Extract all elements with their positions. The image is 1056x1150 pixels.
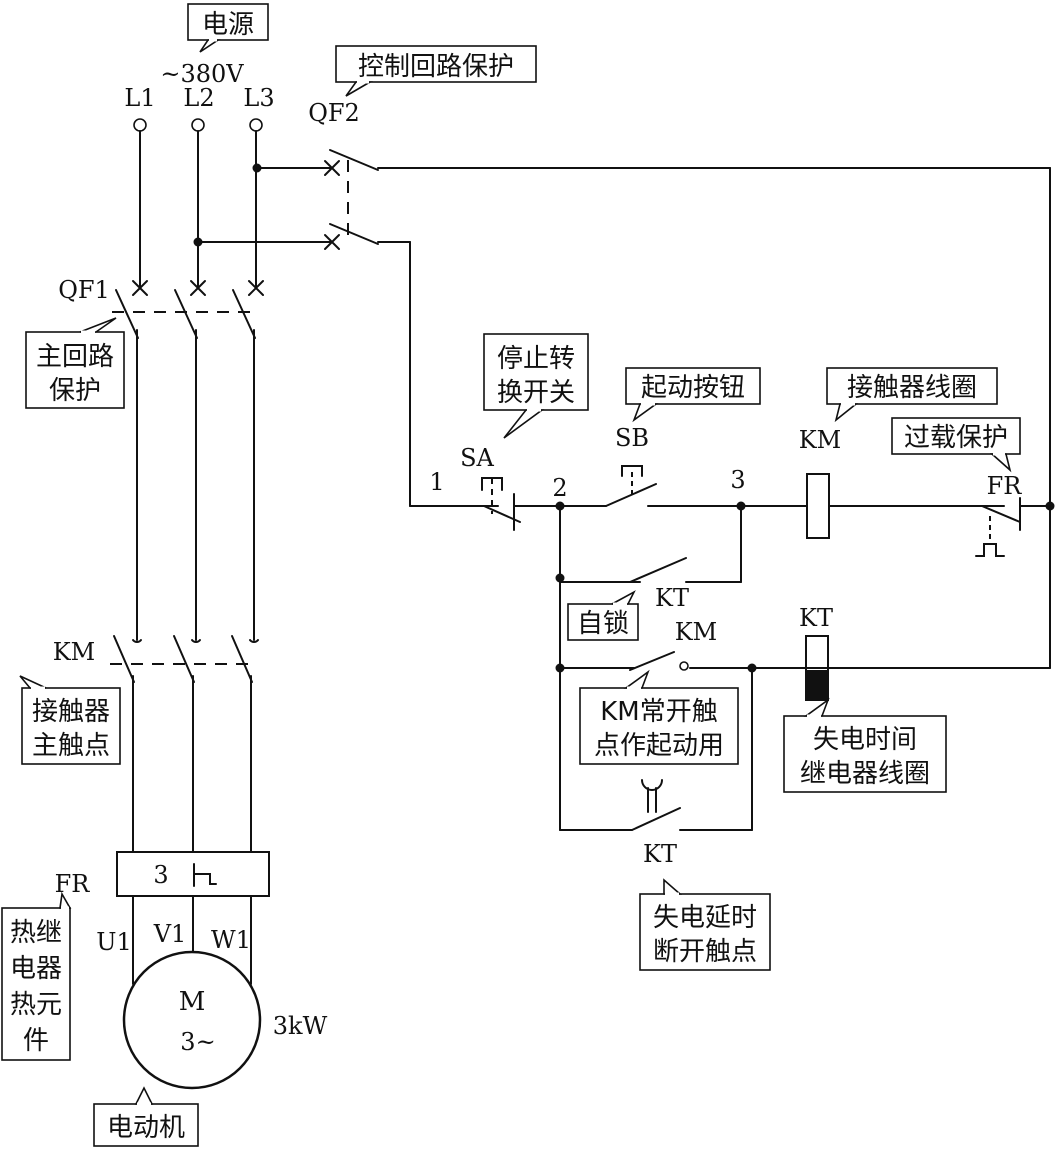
kt-coil-note-line2: 继电器线圈 bbox=[800, 759, 930, 789]
km-main-note-line1: 接触器 bbox=[32, 697, 110, 727]
terminal-l2 bbox=[191, 118, 205, 132]
main-lines bbox=[139, 130, 333, 288]
km-coil-note: 接触器线圈 bbox=[847, 373, 977, 403]
node-2-label: 2 bbox=[552, 474, 567, 502]
fr-note-line4: 件 bbox=[23, 1026, 49, 1056]
fr-thermal-element: 3 FR U1 V1 W1 热继 电器 热元 件 bbox=[1, 851, 270, 1061]
km-coil-symbol bbox=[806, 473, 830, 539]
self-lock-note: 自锁 bbox=[577, 609, 629, 639]
fr-note-line2: 电器 bbox=[10, 954, 62, 984]
km-coil-label: KM bbox=[799, 426, 842, 454]
kt-coil: KT 失电时间 继电器线圈 bbox=[783, 604, 947, 793]
u1-label: U1 bbox=[96, 928, 132, 956]
km-coil: 接触器线圈 KM bbox=[799, 367, 998, 539]
sb-label: SB bbox=[615, 424, 649, 452]
kt-delay-note-line1: 失电延时 bbox=[653, 903, 757, 933]
kt-hold-label: KT bbox=[655, 584, 689, 612]
sb-note: 起动按钮 bbox=[641, 373, 745, 403]
phase-l3-label: L3 bbox=[243, 84, 274, 112]
terminal-l1 bbox=[133, 118, 147, 132]
fr-note-line3: 热元 bbox=[10, 990, 62, 1020]
voltage-label: ~380V bbox=[160, 60, 244, 88]
sa-label: SA bbox=[460, 444, 494, 472]
kt-delay-label: KT bbox=[643, 840, 677, 868]
fr-overload-note: 过载保护 bbox=[904, 423, 1008, 453]
qf2-label: QF2 bbox=[308, 99, 360, 127]
km-aux-note-line2: 点作起动用 bbox=[594, 731, 724, 761]
sa-note-line2: 换开关 bbox=[497, 378, 575, 408]
w1-label: W1 bbox=[211, 926, 251, 954]
qf1-breaker: QF1 主回路 保护 bbox=[25, 276, 264, 641]
km-main-note-line2: 主触点 bbox=[32, 731, 110, 761]
fr-count: 3 bbox=[153, 861, 168, 889]
power-label: 电源 bbox=[202, 10, 254, 40]
km-main-contacts: KM 接触器 主触点 bbox=[19, 635, 259, 853]
qf1-note-line1: 主回路 bbox=[36, 342, 114, 372]
power-source: 电源 ~380V L1 L2 L3 bbox=[124, 3, 275, 132]
terminal-l3 bbox=[249, 118, 263, 132]
qf1-label: QF1 bbox=[58, 276, 110, 304]
motor-m-label: M bbox=[179, 987, 206, 1017]
sa-note-line1: 停止转 bbox=[497, 344, 575, 374]
node-3-label: 3 bbox=[730, 466, 745, 494]
qf2-note: 控制回路保护 bbox=[358, 52, 514, 82]
kt-hold-contact: KT 自锁 bbox=[567, 557, 689, 641]
control-wiring bbox=[409, 167, 1055, 831]
kt-delay-note-line2: 断开触点 bbox=[653, 937, 757, 967]
sb-start-button: 起动按钮 SB bbox=[605, 367, 761, 507]
qf1-note-line2: 保护 bbox=[49, 376, 101, 406]
km-aux-label: KM bbox=[675, 618, 718, 646]
kt-delay-contact: KT 失电延时 断开触点 bbox=[631, 779, 771, 971]
phase-l2-label: L2 bbox=[183, 84, 214, 112]
sa-stop-switch: 停止转 换开关 SA bbox=[460, 333, 589, 531]
km-main-label: KM bbox=[53, 638, 96, 666]
motor: M 3~ 3kW 电动机 bbox=[93, 950, 328, 1147]
motor-phase-label: 3~ bbox=[180, 1028, 215, 1056]
fr-main-label: FR bbox=[55, 870, 91, 898]
motor-note: 电动机 bbox=[107, 1113, 185, 1143]
motor-power-label: 3kW bbox=[273, 1012, 328, 1040]
kt-coil-note-line1: 失电时间 bbox=[813, 725, 917, 755]
phase-l1-label: L1 bbox=[124, 84, 155, 112]
node-1-label: 1 bbox=[429, 468, 444, 496]
qf2-breaker: QF2 控制回路保护 bbox=[308, 45, 1051, 250]
fr-overload-contact: 过载保护 FR bbox=[891, 417, 1023, 557]
km-aux-note-line1: KM常开触 bbox=[600, 697, 717, 727]
kt-coil-label: KT bbox=[799, 604, 833, 632]
fr-contact-label: FR bbox=[987, 472, 1023, 500]
v1-label: V1 bbox=[153, 920, 187, 948]
fr-note-line1: 热继 bbox=[10, 918, 62, 948]
km-aux-contact: KM KM常开触 点作起动用 bbox=[579, 618, 739, 765]
